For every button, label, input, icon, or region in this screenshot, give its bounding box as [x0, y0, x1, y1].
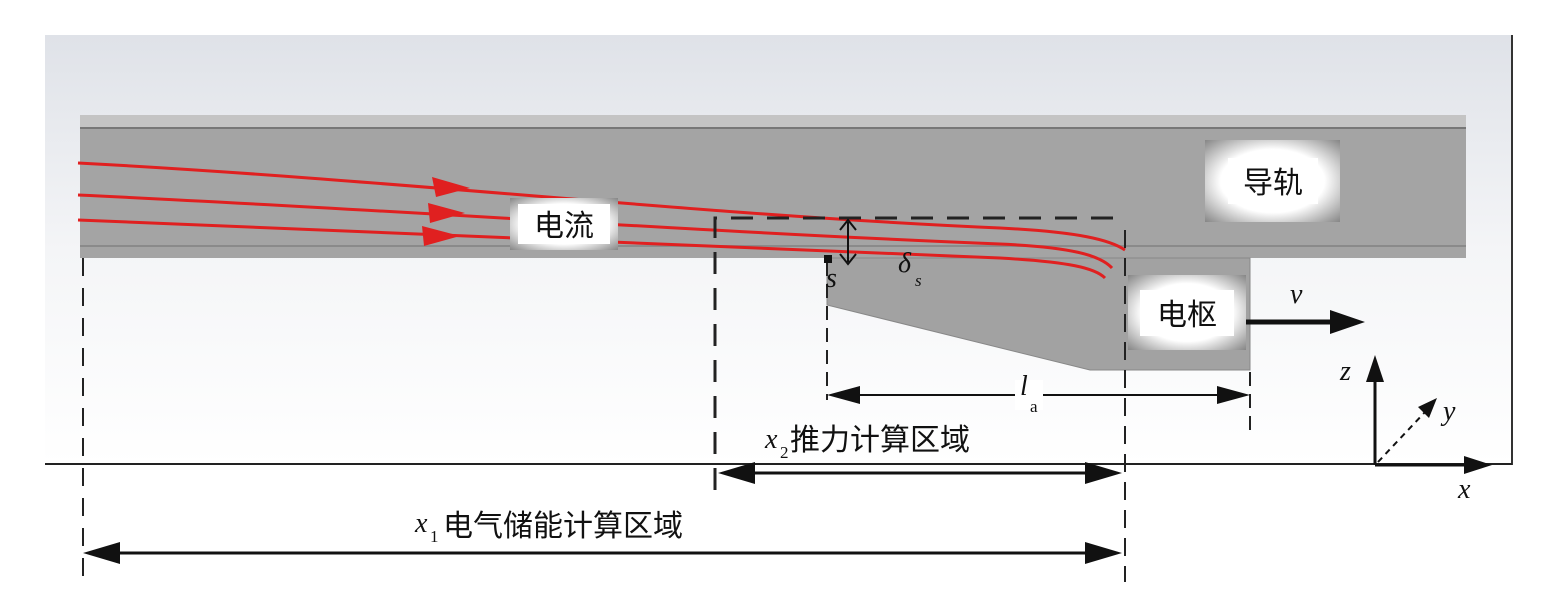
rail-label: 导轨 [1243, 166, 1303, 201]
current-arrow-icon [428, 203, 465, 223]
svg-text:x: x [764, 424, 778, 455]
svg-text:2: 2 [780, 443, 789, 462]
point-s [824, 255, 832, 263]
delta-label: δ [898, 248, 912, 279]
svg-text:x: x [414, 508, 428, 539]
svg-text:1: 1 [430, 527, 439, 546]
svg-text:l: l [1020, 371, 1028, 402]
svg-text:电气储能计算区域: 电气储能计算区域 [443, 509, 683, 544]
current-lines [77, 161, 1126, 280]
velocity-arrow-icon [1330, 310, 1365, 334]
svg-text:y: y [1440, 396, 1456, 427]
svg-text:z: z [1339, 356, 1351, 387]
svg-text:s: s [826, 263, 837, 294]
delta-arrow [839, 218, 857, 266]
svg-text:推力计算区域: 推力计算区域 [790, 423, 970, 458]
current-arrow-icon [422, 226, 460, 246]
coordinate-axes: z y x [1339, 355, 1492, 505]
x2-dimension: x 2 推力计算区域 [718, 423, 1122, 484]
velocity-label: v [1290, 279, 1303, 310]
boundary-lines [82, 216, 1251, 582]
svg-text:s: s [915, 271, 922, 290]
la-dimension: l a [827, 371, 1250, 416]
armature-label: 电枢 [1157, 298, 1217, 333]
svg-text:a: a [1030, 397, 1038, 416]
svg-text:x: x [1457, 474, 1471, 505]
current-label: 电流 [534, 209, 594, 244]
current-arrow-icon [432, 177, 470, 197]
x1-dimension: x 1 电气储能计算区域 [83, 508, 1122, 564]
